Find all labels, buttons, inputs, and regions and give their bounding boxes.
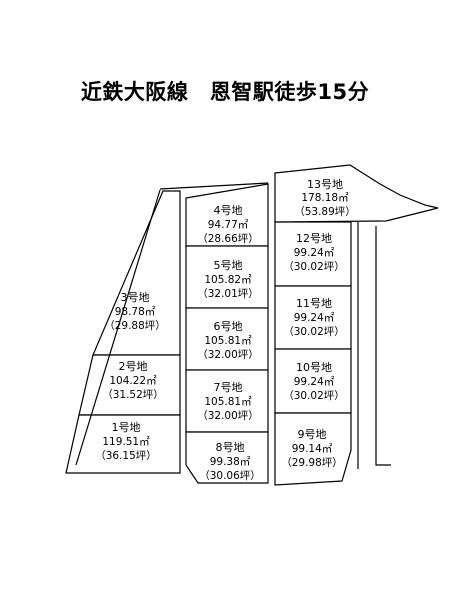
lot-12-area: 99.24㎡ bbox=[294, 247, 335, 259]
lot-3-name: 3号地 bbox=[121, 291, 150, 304]
lot-13-area: 178.18㎡ bbox=[301, 192, 349, 204]
lot-8-tsubo: （30.06坪） bbox=[199, 469, 261, 482]
lot-13-plot[interactable] bbox=[274, 164, 439, 223]
lot-13-name: 13号地 bbox=[307, 178, 343, 191]
lot-7-area: 105.81㎡ bbox=[204, 396, 252, 408]
lot-1-area: 119.51㎡ bbox=[102, 436, 150, 448]
lot-9-plot[interactable] bbox=[274, 412, 352, 486]
lot-8-plot[interactable] bbox=[185, 431, 269, 484]
road-edge-left bbox=[75, 189, 161, 466]
lot-9-tsubo: （29.98坪） bbox=[281, 456, 343, 469]
lot-8-label: 8号地 99.38㎡ （30.06坪） bbox=[199, 441, 261, 482]
lot-2-label: 2号地 104.22㎡ （31.52坪） bbox=[102, 360, 164, 401]
lot-11-tsubo: （30.02坪） bbox=[283, 325, 345, 338]
lot-12-name: 12号地 bbox=[296, 232, 332, 245]
lot-11-name: 11号地 bbox=[296, 297, 332, 310]
lot-5-label: 5号地 105.82㎡ （32.01坪） bbox=[197, 259, 259, 300]
lot-2-name: 2号地 bbox=[119, 360, 148, 373]
page-title: 近鉄大阪線 恩智駅徒歩15分 bbox=[80, 80, 370, 104]
lot-10-plot[interactable] bbox=[274, 348, 352, 414]
lot-1-plot[interactable] bbox=[65, 414, 181, 474]
lot-7-tsubo: （32.00坪） bbox=[197, 409, 259, 422]
lot-13-label: 13号地 178.18㎡ （53.89坪） bbox=[294, 178, 356, 218]
road-edge-east bbox=[375, 226, 391, 466]
lot-5-area: 105.82㎡ bbox=[204, 274, 252, 286]
lot-6-label: 6号地 105.81㎡ （32.00坪） bbox=[197, 320, 259, 361]
lot-7-label: 7号地 105.81㎡ （32.00坪） bbox=[197, 381, 259, 422]
lot-3-area: 98.78㎡ bbox=[115, 306, 156, 318]
lot-6-area: 105.81㎡ bbox=[204, 335, 252, 347]
lot-11-plot[interactable] bbox=[274, 285, 352, 350]
lot-4-name: 4号地 bbox=[214, 204, 243, 217]
lot-5-tsubo: （32.01坪） bbox=[197, 287, 259, 300]
lot-2-tsubo: （31.52坪） bbox=[102, 388, 164, 401]
lot-12-plot[interactable] bbox=[274, 221, 352, 287]
lot-3-tsubo: （29.88坪） bbox=[104, 319, 166, 332]
lot-10-name: 10号地 bbox=[296, 361, 332, 374]
lot-11-area: 99.24㎡ bbox=[294, 312, 335, 324]
lot-11-label: 11号地 99.24㎡ （30.02坪） bbox=[283, 297, 345, 338]
road-edge-north bbox=[159, 182, 269, 190]
lot-8-area: 99.38㎡ bbox=[210, 456, 251, 468]
lot-7-name: 7号地 bbox=[214, 381, 243, 394]
lot-6-tsubo: （32.00坪） bbox=[197, 348, 259, 361]
lot-10-label: 10号地 99.24㎡ （30.02坪） bbox=[283, 361, 345, 402]
lot-12-label: 12号地 99.24㎡ （30.02坪） bbox=[283, 232, 345, 273]
lot-4-area: 94.77㎡ bbox=[208, 219, 249, 231]
lot-9-area: 99.14㎡ bbox=[292, 443, 333, 455]
lot-1-tsubo: （36.15坪） bbox=[95, 449, 157, 462]
lot-12-tsubo: （30.02坪） bbox=[283, 260, 345, 273]
lot-13-tsubo: （53.89坪） bbox=[294, 205, 356, 218]
lot-1-label: 1号地 119.51㎡ （36.15坪） bbox=[95, 421, 157, 462]
lot-6-name: 6号地 bbox=[214, 320, 243, 333]
lot-9-label: 9号地 99.14㎡ （29.98坪） bbox=[281, 428, 343, 469]
lot-2-area: 104.22㎡ bbox=[109, 375, 157, 387]
lot-4-tsubo: （28.66坪） bbox=[197, 232, 259, 245]
lot-9-name: 9号地 bbox=[298, 428, 327, 441]
lot-4-label: 4号地 94.77㎡ （28.66坪） bbox=[197, 204, 259, 245]
lot-5-name: 5号地 bbox=[214, 259, 243, 272]
lot-10-tsubo: （30.02坪） bbox=[283, 389, 345, 402]
lot-1-name: 1号地 bbox=[112, 421, 141, 434]
lot-8-name: 8号地 bbox=[216, 441, 245, 454]
lot-10-area: 99.24㎡ bbox=[294, 376, 335, 388]
lot-3-label: 3号地 98.78㎡ （29.88坪） bbox=[104, 291, 166, 332]
